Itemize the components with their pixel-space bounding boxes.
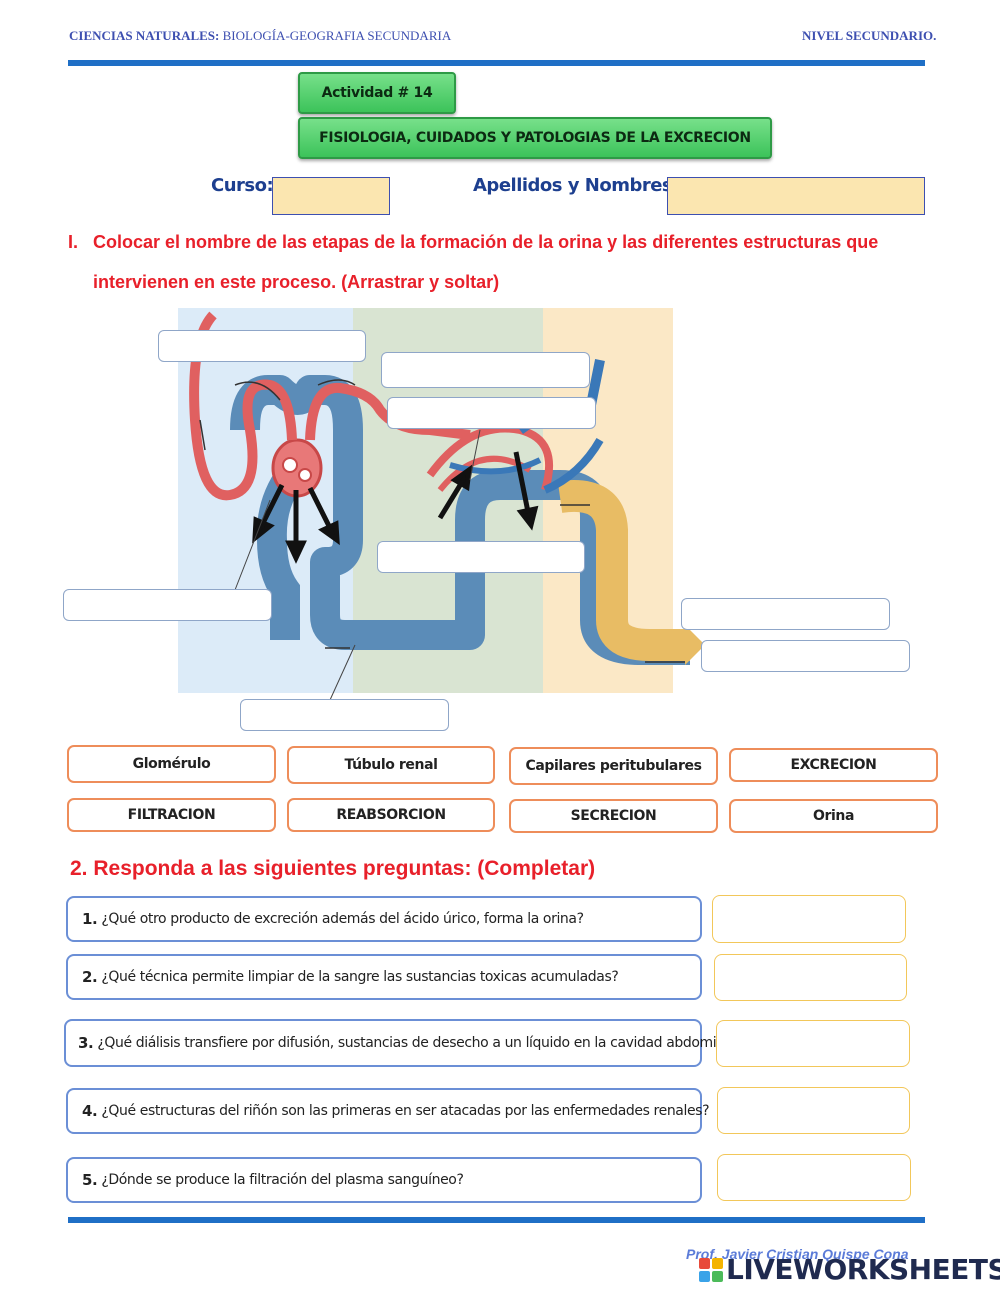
drop-target-filtracion[interactable]: [158, 330, 366, 362]
question-1: 1.¿Qué otro producto de excreción además…: [66, 896, 702, 942]
question-5: 5.¿Dónde se produce la filtración del pl…: [66, 1157, 702, 1203]
section1-line2: intervienen en este proceso. (Arrastrar …: [93, 262, 499, 302]
answer-field-2[interactable]: [714, 954, 907, 1001]
subject-header: CIENCIAS NATURALES: BIOLOGÍA-GEOGRAFIA S…: [69, 28, 451, 44]
answer-field-5[interactable]: [717, 1154, 911, 1201]
question-4: 4.¿Qué estructuras del riñón son las pri…: [66, 1088, 702, 1134]
option-secrecion[interactable]: SECRECION: [509, 799, 718, 833]
nombres-label: Apellidos y Nombres:: [473, 175, 679, 196]
question-number: 5.: [82, 1171, 97, 1189]
answer-field-3[interactable]: [716, 1020, 910, 1067]
question-3: 3.¿Qué diálisis transfiere por difusión,…: [64, 1019, 702, 1067]
section2-title: 2. Responda a las siguientes preguntas: …: [70, 857, 595, 881]
option-reabsorcion[interactable]: REABSORCION: [287, 798, 495, 832]
drop-target-excrecion[interactable]: [681, 598, 890, 630]
option-capilares[interactable]: Capilares peritubulares: [509, 747, 718, 785]
option-excrecion[interactable]: EXCRECION: [729, 748, 938, 782]
question-number: 3.: [78, 1034, 93, 1052]
top-divider: [68, 60, 925, 66]
curso-label: Curso:: [211, 175, 273, 196]
question-number: 2.: [82, 968, 97, 986]
drop-target-orina[interactable]: [701, 640, 910, 672]
activity-number: Actividad # 14: [298, 72, 456, 114]
curso-field[interactable]: [272, 177, 390, 215]
question-text: ¿Qué diálisis transfiere por difusión, s…: [97, 1035, 743, 1051]
question-2: 2.¿Qué técnica permite limpiar de la san…: [66, 954, 702, 1000]
section1-line1: Colocar el nombre de las etapas de la fo…: [93, 222, 973, 262]
option-tubulo-renal[interactable]: Túbulo renal: [287, 746, 495, 784]
question-text: ¿Qué estructuras del riñón son las prime…: [101, 1103, 709, 1119]
subject-name: BIOLOGÍA-GEOGRAFIA SECUNDARIA: [219, 28, 451, 43]
question-text: ¿Qué técnica permite limpiar de la sangr…: [101, 969, 618, 985]
drop-target-capilares[interactable]: [387, 397, 596, 429]
option-filtracion[interactable]: FILTRACION: [67, 798, 276, 832]
question-text: ¿Dónde se produce la filtración del plas…: [101, 1172, 463, 1188]
answer-field-4[interactable]: [717, 1087, 910, 1134]
liveworksheets-logo-icon: [699, 1258, 723, 1282]
question-number: 1.: [82, 910, 97, 928]
option-orina[interactable]: Orina: [729, 799, 938, 833]
drop-target-tubulo[interactable]: [240, 699, 449, 731]
question-number: 4.: [82, 1102, 97, 1120]
question-text: ¿Qué otro producto de excreción además d…: [101, 911, 583, 927]
option-glomerulo[interactable]: Glomérulo: [67, 745, 276, 783]
liveworksheets-brand[interactable]: LIVEWORKSHEETS: [726, 1253, 1000, 1286]
level-header: NIVEL SECUNDARIO.: [802, 28, 936, 44]
drop-target-secrecion[interactable]: [377, 541, 585, 573]
activity-title: FISIOLOGIA, CUIDADOS Y PATOLOGIAS DE LA …: [298, 117, 772, 159]
nombres-field[interactable]: [667, 177, 925, 215]
drop-target-glomerulo[interactable]: [63, 589, 272, 621]
subject-label: CIENCIAS NATURALES:: [69, 28, 219, 43]
section1-numeral: I.: [68, 222, 78, 262]
answer-field-1[interactable]: [712, 895, 906, 943]
drop-target-reabsorcion[interactable]: [381, 352, 590, 388]
bottom-divider: [68, 1217, 925, 1223]
